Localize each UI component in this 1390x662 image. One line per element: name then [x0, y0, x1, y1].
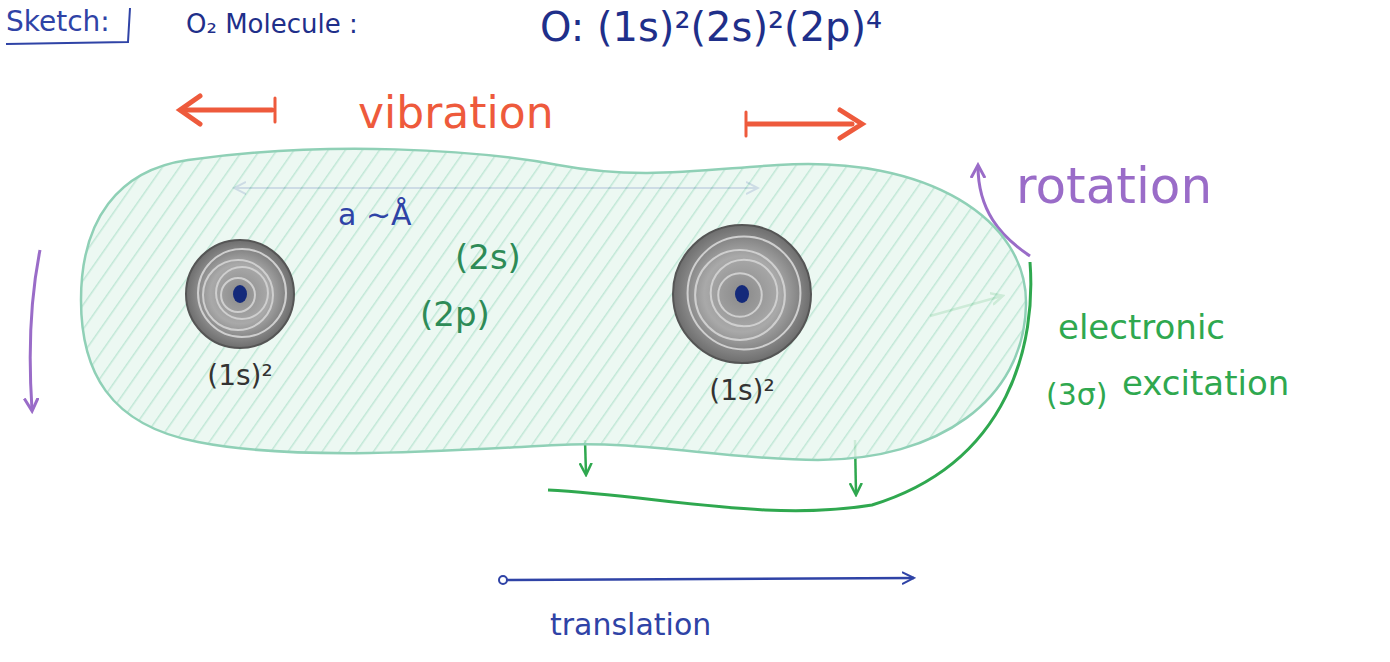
nucleus-symbol — [185, 237, 295, 351]
translation-label: translation — [550, 608, 711, 643]
shell-scribble — [711, 260, 778, 327]
sketch-heading: Sketch: — [6, 6, 110, 38]
nucleus-dot — [233, 285, 247, 303]
shell-scribble — [695, 250, 785, 340]
rotation-label: rotation — [1016, 158, 1212, 216]
shell-scribble — [203, 260, 273, 330]
orbital-label: (1s)² — [165, 360, 315, 392]
nucleus: (1s)² — [672, 222, 812, 422]
nucleus-core-shell — [673, 225, 811, 363]
orbital-label: (2p) — [420, 295, 490, 334]
translation-start — [499, 576, 507, 584]
excitation-label: excitation — [1122, 364, 1289, 403]
nucleus: (1s)² — [185, 237, 295, 407]
rotation-arrow — [30, 250, 40, 410]
translation-arrow — [507, 578, 914, 580]
electron-cloud: (2s)(2p)(1s)²(1s)² — [78, 140, 1030, 470]
nucleus-symbol — [672, 222, 812, 366]
vibration-label: vibration — [358, 88, 554, 139]
electron-cloud — [81, 149, 1026, 460]
molecule-name: O₂ Molecule : — [186, 10, 358, 40]
shell-scribble — [688, 237, 801, 350]
nucleus-dot — [735, 285, 749, 303]
orbital-label: (2s) — [455, 238, 521, 277]
orbital-label: (3σ) — [1046, 378, 1108, 413]
orbital-label: (1s)² — [652, 375, 832, 407]
shell-scribble — [718, 273, 762, 317]
shell-scribble — [216, 267, 268, 319]
shell-scribble — [198, 249, 286, 337]
electron-configuration: O: (1s)²(2s)²(2p)⁴ — [540, 4, 882, 50]
bond-length-label: a ~Å — [338, 198, 412, 233]
shell-scribble — [221, 278, 255, 312]
excitation-label: electronic — [1058, 308, 1225, 347]
nucleus-core-shell — [186, 240, 294, 348]
